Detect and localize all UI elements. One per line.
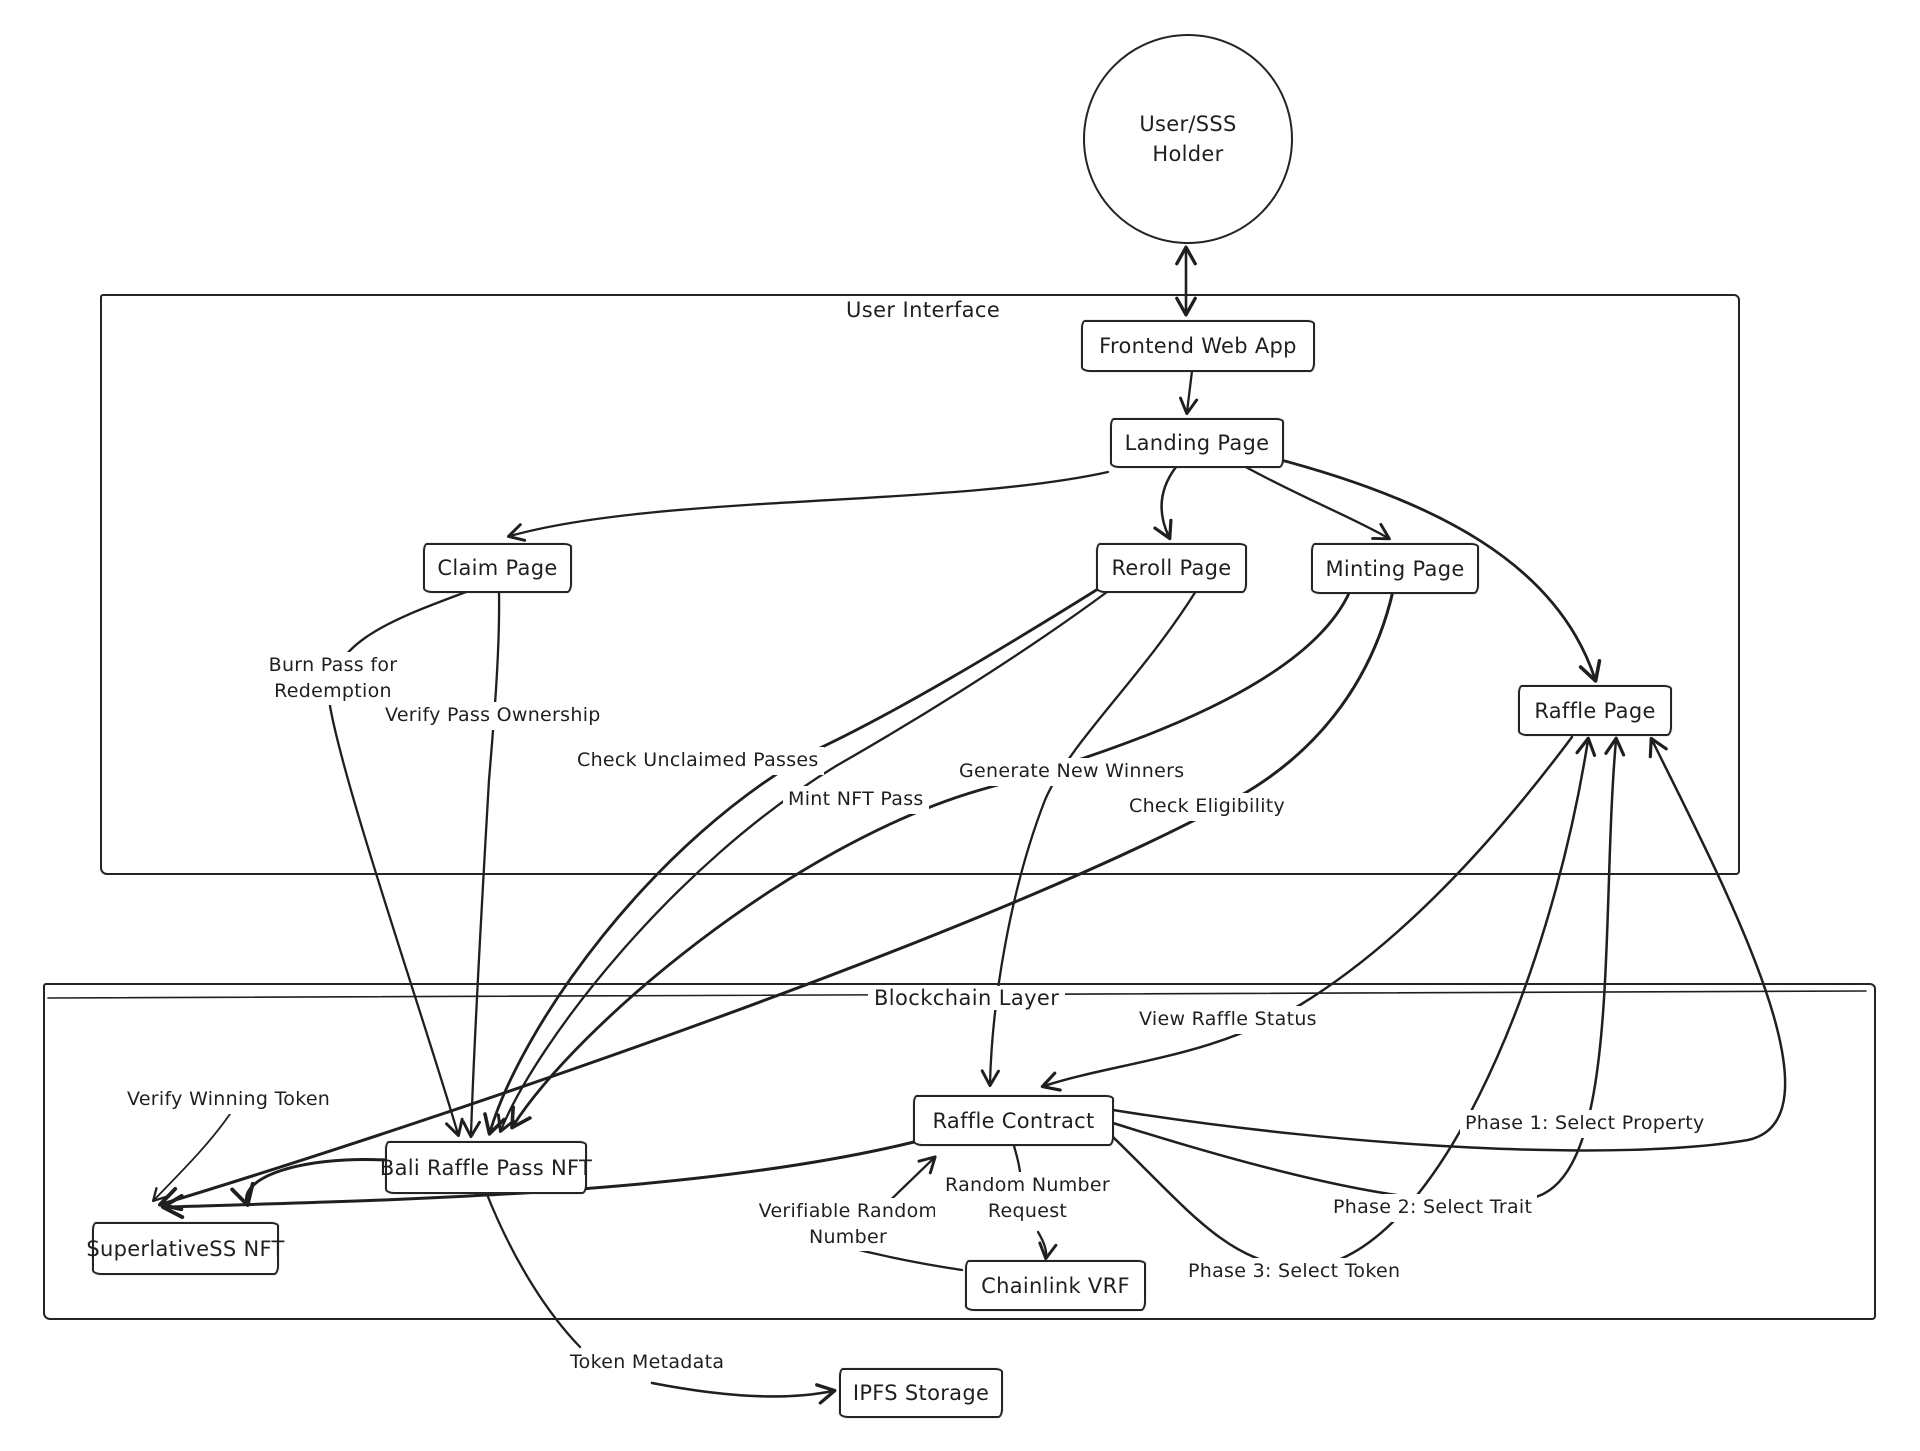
edge-label-verify-pass: Verify Pass Ownership: [380, 702, 606, 730]
edge-contract-raffle-phase1: [1111, 736, 1787, 1152]
node-raffle-contract: Raffle Contract: [913, 1095, 1114, 1146]
actor-label-line2: Holder: [1152, 142, 1224, 166]
node-frontend-web-app: Frontend Web App: [1081, 320, 1315, 372]
edge-landing-reroll: [1153, 465, 1178, 541]
edge-label-token-metadata: Token Metadata: [565, 1349, 730, 1377]
edge-label-phase3: Phase 3: Select Token: [1183, 1258, 1406, 1286]
edge-label-generate-winners: Generate New Winners: [954, 758, 1190, 786]
container-user-interface-label: User Interface: [840, 298, 1007, 322]
edge-label-verifiable-random: Verifiable Random Number: [738, 1198, 958, 1252]
container-user-interface: [100, 294, 1740, 875]
node-landing-page: Landing Page: [1110, 418, 1284, 468]
edge-bali-token-metadata: [484, 1190, 582, 1349]
edge-minting-bali-mint: [510, 589, 1352, 1130]
edge-contract-chainlink-request-leader: [1012, 1144, 1022, 1174]
edge-frontend-landing: [1179, 369, 1199, 416]
edge-claim-bali-burn: [328, 590, 468, 1138]
actor-user-sss-holder: User/SSS Holder: [1083, 34, 1293, 244]
edge-label-check-unclaimed: Check Unclaimed Passes: [572, 747, 824, 775]
node-bali-raffle-pass-nft: Bali Raffle Pass NFT: [380, 1141, 592, 1194]
actor-label-line1: User/SSS: [1139, 111, 1237, 136]
container-blockchain-layer-label: Blockchain Layer: [868, 986, 1066, 1010]
edge-contract-raffle-phase2: [1111, 736, 1626, 1204]
edge-label-burn-pass: Burn Pass for Redemption: [248, 652, 418, 706]
node-claim-page: Claim Page: [423, 543, 572, 593]
edge-label-mint-nft: Mint NFT Pass: [783, 786, 929, 814]
edge-label-verify-winning-token: Verify Winning Token: [122, 1086, 336, 1114]
node-reroll-page: Reroll Page: [1096, 543, 1247, 593]
node-minting-page: Minting Page: [1311, 543, 1479, 594]
edge-claim-bali-verify: [461, 590, 501, 1139]
container-blockchain-layer: [43, 983, 1876, 1320]
node-ipfs-storage: IPFS Storage: [839, 1368, 1003, 1418]
edge-landing-raffle: [1260, 453, 1602, 683]
edge-contract-chainlink-request-arrow: [1036, 1230, 1058, 1261]
edge-label-phase2: Phase 2: Select Trait: [1328, 1194, 1538, 1222]
edge-bali-superlative: [230, 1158, 388, 1207]
edge-landing-claim: [506, 470, 1110, 542]
edge-verify-winning-label-pointer: [151, 1113, 231, 1203]
edge-label-check-eligibility: Check Eligibility: [1124, 793, 1291, 821]
edge-landing-minting: [1242, 464, 1391, 541]
edge-metadata-ipfs: [650, 1381, 837, 1405]
edge-raffle-contract-view-status: [1040, 735, 1574, 1092]
node-chainlink-vrf: Chainlink VRF: [965, 1260, 1146, 1311]
edge-minting-superlative-eligibility: [158, 589, 1395, 1212]
edge-contract-raffle-phase3: [1111, 736, 1597, 1270]
node-superlativess-nft: SuperlativeSS NFT: [86, 1222, 284, 1275]
edge-label-view-raffle-status: View Raffle Status: [1134, 1006, 1322, 1034]
node-raffle-page: Raffle Page: [1518, 685, 1672, 736]
edge-label-phase1: Phase 1: Select Property: [1460, 1110, 1710, 1138]
edge-label-random-request: Random Number Request: [935, 1172, 1120, 1226]
